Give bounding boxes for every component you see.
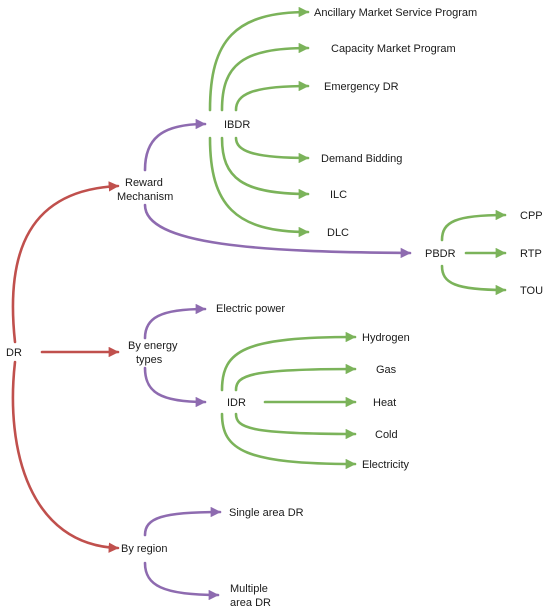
node-ibdr: IBDR <box>224 119 250 131</box>
edge-energy-to-electric-power <box>143 303 207 340</box>
idr-energy-gas: Gas <box>376 364 397 376</box>
node-reward-mechanism-line-2: Mechanism <box>117 191 173 203</box>
idr-energy-electricity: Electricity <box>362 459 410 471</box>
node-by-region: By region <box>121 543 167 555</box>
node-by-energy-types-line-1: By energy <box>128 340 178 352</box>
edge-idr-to-gas <box>234 363 357 392</box>
pbdr-program-rtp: RTP <box>520 248 542 260</box>
edge-ibdr-to-ancillary <box>208 6 310 112</box>
node-multiple-area-dr-line-2: area DR <box>230 597 271 609</box>
pbdr-program-cpp: CPP <box>520 210 543 222</box>
edge-ibdr-to-emergency <box>234 80 310 112</box>
node-multiple-area-dr: Multiple area DR <box>230 583 271 609</box>
ibdr-program-emergency-dr: Emergency DR <box>324 81 399 93</box>
pbdr-program-edges <box>440 209 507 296</box>
ibdr-program-ilc: ILC <box>330 189 347 201</box>
idr-energy-edges <box>220 331 357 470</box>
edge-dr-to-by-region <box>11 360 120 553</box>
node-idr: IDR <box>227 397 246 409</box>
edge-region-to-single-area <box>143 506 222 537</box>
edge-ibdr-to-dlc <box>208 136 310 238</box>
node-single-area-dr: Single area DR <box>229 507 304 519</box>
edge-idr-to-electricity <box>220 412 357 470</box>
ibdr-program-dlc: DLC <box>327 227 349 239</box>
node-reward-mechanism: Reward Mechanism <box>117 177 173 203</box>
ibdr-program-demand-bidding: Demand Bidding <box>321 153 402 165</box>
ibdr-program-ancillary-market: Ancillary Market Service Program <box>314 7 477 19</box>
idr-energy-heat: Heat <box>373 397 396 409</box>
node-dr: DR <box>6 347 22 359</box>
edge-pbdr-to-cpp <box>440 209 507 242</box>
pbdr-program-tou: TOU <box>520 285 543 297</box>
edge-ibdr-to-demand-bidding <box>234 136 310 164</box>
ibdr-program-capacity-market: Capacity Market Program <box>331 43 456 55</box>
edge-dr-to-reward-mechanism <box>11 181 120 344</box>
edge-energy-to-idr <box>143 366 207 408</box>
idr-energy-cold: Cold <box>375 429 398 441</box>
edge-ibdr-to-capacity <box>220 42 310 112</box>
node-pbdr: PBDR <box>425 248 456 260</box>
edge-idr-to-cold <box>234 412 357 440</box>
node-labels: DR Reward Mechanism By energy types By r… <box>6 7 543 609</box>
root-edges <box>11 181 120 553</box>
node-multiple-area-dr-line-1: Multiple <box>230 583 268 595</box>
edge-pbdr-to-tou <box>440 264 507 296</box>
category-edges <box>143 118 412 601</box>
edge-region-to-multiple-area <box>143 561 220 601</box>
edge-ibdr-to-ilc <box>220 136 310 200</box>
node-by-energy-types-line-2: types <box>136 354 163 366</box>
node-reward-mechanism-line-1: Reward <box>125 177 163 189</box>
node-electric-power: Electric power <box>216 303 285 315</box>
idr-energy-hydrogen: Hydrogen <box>362 332 410 344</box>
edge-idr-to-hydrogen <box>220 331 357 392</box>
ibdr-program-edges <box>208 6 310 238</box>
node-by-energy-types: By energy types <box>128 340 181 366</box>
edge-reward-to-pbdr <box>143 203 412 259</box>
edge-reward-to-ibdr <box>143 118 207 172</box>
